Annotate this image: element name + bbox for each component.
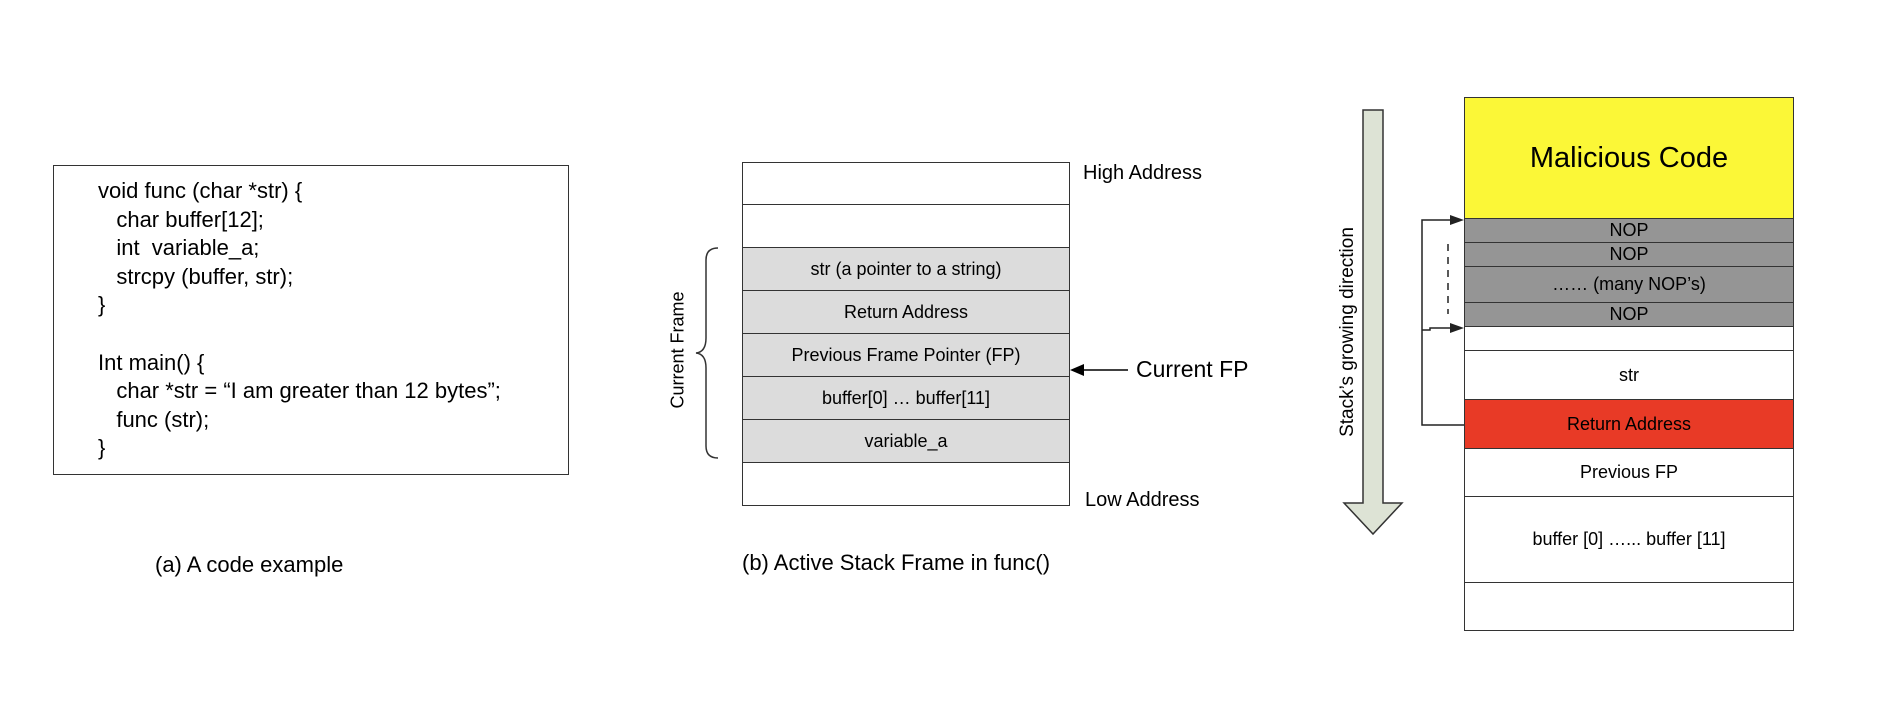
stack-cell-label: NOP: [1609, 220, 1649, 240]
code-line: void func (char *str) {: [98, 178, 303, 203]
many-nop-cell: …… (many NOP’s): [1464, 267, 1794, 303]
return-address-arrows: [1421, 215, 1464, 426]
stack-frame-diagram: str (a pointer to a string) Return Addre…: [742, 162, 1070, 506]
previous-fp-cell: Previous FP: [1464, 449, 1794, 497]
stack-cell: [742, 162, 1070, 205]
stack-cell-label: NOP: [1609, 244, 1649, 264]
current-fp-label: Current FP: [1136, 356, 1249, 382]
stack-cell-label: NOP: [1609, 304, 1649, 324]
str-cell: str: [1464, 351, 1794, 400]
stack-cell-label: variable_a: [864, 430, 948, 451]
growing-direction-arrow: [1342, 109, 1404, 536]
code-line: int variable_a;: [98, 235, 260, 261]
stack-cell-label: str: [1619, 364, 1639, 385]
caption-b: (b) Active Stack Frame in func(): [742, 550, 1051, 575]
code-listing: void func (char *str) { char buffer[12];…: [54, 166, 568, 463]
stack-cell-label: buffer[0] … buffer[11]: [821, 387, 991, 408]
stack-cell-label: Previous Frame Pointer (FP): [791, 344, 1021, 365]
return-address-cell: Return Address: [1464, 400, 1794, 449]
stack-cell: [1464, 327, 1794, 351]
nop-cell: NOP: [1464, 243, 1794, 267]
code-line: char buffer[12];: [98, 206, 264, 232]
current-frame-label: Current Frame: [667, 291, 688, 409]
stack-cell-label: Return Address: [1566, 413, 1692, 434]
stack-cell: str (a pointer to a string): [742, 248, 1070, 291]
current-fp-arrow: [1070, 364, 1128, 376]
stack-cell-label: Return Address: [843, 301, 969, 322]
stack-cell-label: str (a pointer to a string): [810, 258, 1002, 279]
attack-stack-diagram: Malicious Code NOP NOP …… (many NOP’s) N…: [1464, 97, 1794, 631]
stack-cell: [1464, 583, 1794, 631]
malicious-code-cell: Malicious Code: [1464, 97, 1794, 219]
stack-cell: Return Address: [742, 291, 1070, 334]
buffer-cell: buffer [0] …... buffer [11]: [1464, 497, 1794, 583]
nop-cell: NOP: [1464, 219, 1794, 243]
code-line: }: [98, 292, 106, 318]
stack-cell-label: Malicious Code: [1529, 141, 1729, 174]
stack-cell: [742, 205, 1070, 248]
high-address-label: High Address: [1083, 162, 1202, 184]
caption-a: (a) A code example: [155, 552, 344, 577]
stack-cell-label: Previous FP: [1579, 462, 1679, 482]
nop-cell: NOP: [1464, 303, 1794, 327]
code-line: func (str);: [98, 406, 210, 432]
stack-cell: variable_a: [742, 420, 1070, 463]
low-address-label: Low Address: [1085, 489, 1200, 511]
stack-cell: buffer[0] … buffer[11]: [742, 377, 1070, 420]
stack-cell: Previous Frame Pointer (FP): [742, 334, 1070, 377]
code-line: strcpy (buffer, str);: [98, 263, 294, 289]
code-line: }: [98, 435, 106, 461]
code-example-box: void func (char *str) { char buffer[12];…: [53, 165, 569, 475]
code-line: Int main() {: [98, 349, 205, 375]
stack-cell: [742, 463, 1070, 506]
current-frame-brace: [695, 247, 719, 459]
stack-cell-label: …… (many NOP’s): [1552, 274, 1706, 294]
growing-direction-label: Stack’s growing direction: [1337, 227, 1358, 437]
code-line: char *str = “I am greater than 12 bytes”…: [98, 378, 501, 404]
stack-cell-label: buffer [0] …... buffer [11]: [1532, 529, 1726, 549]
